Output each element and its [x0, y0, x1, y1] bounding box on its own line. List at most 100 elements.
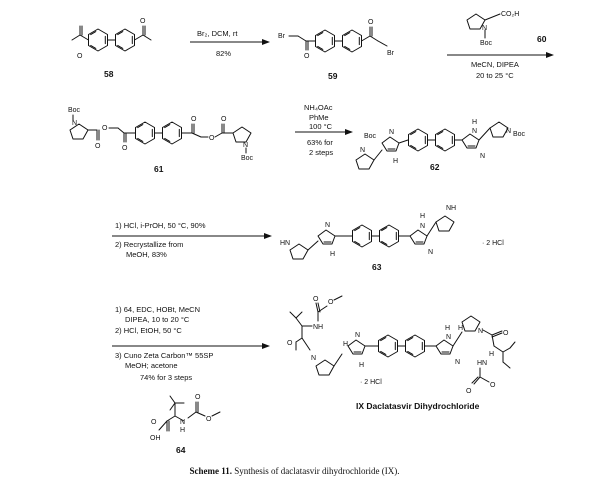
reaction-arrow-5: 1) 64, EDC, HOBt, MeCN DIPEA, 10 to 20 °…: [112, 305, 270, 382]
reaction-arrow-4: 1) HCl, i-PrOH, 50 °C, 90% 2) Recrystall…: [112, 221, 272, 259]
compound-63: HN N H H N N NH · 2 HCl 63: [280, 205, 504, 272]
atom-n: N: [480, 153, 485, 160]
atom-o: O: [466, 388, 472, 395]
atom-o: O: [368, 19, 374, 26]
atom-h: H: [343, 341, 348, 348]
atom-o: O: [77, 53, 83, 60]
atom-n: N: [428, 249, 433, 256]
atom-n: N: [360, 147, 365, 154]
compound-label-64: 64: [176, 445, 186, 455]
atom-h: H: [458, 325, 463, 332]
yield-step-3-steps: 2 steps: [309, 148, 333, 157]
atom-n: N: [355, 332, 360, 339]
atom-h: H: [359, 362, 364, 369]
yield-step-5: 74% for 3 steps: [140, 373, 192, 382]
atom-o: O: [287, 340, 293, 347]
compound-label-62: 62: [430, 162, 440, 172]
atom-h: H: [472, 119, 477, 126]
figure-caption: Scheme 11. Synthesis of daclatasvir dihy…: [0, 466, 589, 476]
atom-o: O: [221, 116, 227, 123]
compound-61: N Boc O O O O O O N Boc 61: [68, 107, 254, 174]
conditions-step-4b-yield: MeOH, 83%: [126, 250, 167, 259]
compound-label-61: 61: [154, 164, 164, 174]
atom-n: N: [325, 222, 330, 229]
atom-boc: Boc: [513, 131, 526, 138]
reaction-arrow-2: MeCN, DIPEA 20 to 25 °C: [447, 52, 554, 80]
atom-h: H: [489, 351, 494, 358]
reaction-arrow-1: Br₂, DCM, rt 82%: [190, 29, 270, 58]
atom-o: O: [304, 53, 310, 60]
atom-boc: Boc: [241, 155, 254, 162]
atom-boc: Boc: [68, 107, 81, 114]
conditions-step-3-reagent: NH₄OAc: [304, 103, 333, 112]
compound-label-IX: IX Daclatasvir Dihydrochloride: [356, 401, 480, 411]
atom-nh: NH: [313, 324, 323, 331]
conditions-step-5a-cont: DIPEA, 10 to 20 °C: [125, 315, 190, 324]
conditions-step-5b: 2) HCl, EtOH, 50 °C: [115, 326, 182, 335]
atom-n: N: [180, 419, 185, 426]
reaction-arrow-3: NH₄OAc PhMe 100 °C 63% for 2 steps: [295, 103, 353, 157]
atom-oh: OH: [150, 435, 161, 442]
atom-co2h: CO₂H: [501, 11, 519, 18]
yield-step-1: 82%: [216, 49, 231, 58]
atom-h: H: [420, 213, 425, 220]
atom-h: H: [180, 427, 185, 434]
atom-br: Br: [278, 33, 286, 40]
atom-o: O: [140, 18, 146, 25]
caption-label: Scheme 11.: [189, 466, 233, 476]
caption-text: Synthesis of daclatasvir dihydrochloride…: [232, 466, 400, 476]
atom-n: N: [243, 142, 248, 149]
compound-label-60: 60: [537, 34, 547, 44]
atom-o: O: [206, 416, 212, 423]
atom-o: O: [102, 125, 108, 132]
salt-2hcl: · 2 HCl: [482, 240, 504, 247]
compound-64: O OH H N O O 64: [150, 394, 221, 455]
compound-59: Br O O Br 59: [278, 19, 395, 81]
compound-62: Boc N N H H N N N Boc 62: [355, 119, 526, 172]
atom-n: N: [311, 355, 316, 362]
compound-58: O O 58: [71, 18, 152, 79]
compound-label-58: 58: [104, 69, 114, 79]
conditions-step-3-solvent: PhMe: [309, 113, 329, 122]
conditions-step-2: MeCN, DIPEA: [471, 60, 519, 69]
atom-o: O: [503, 330, 509, 337]
compound-IX: O NH O O N H N H H N N H N O H: [287, 295, 516, 411]
salt-2hcl: · 2 HCl: [360, 379, 382, 386]
compound-60: N CO₂H Boc 60: [466, 11, 547, 47]
atom-nh: NH: [446, 205, 456, 212]
atom-br: Br: [387, 50, 395, 57]
atom-o: O: [328, 299, 334, 306]
atom-hn: HN: [280, 240, 290, 247]
compound-label-59: 59: [328, 71, 338, 81]
atom-boc: Boc: [480, 40, 493, 47]
atom-hn: HN: [477, 360, 487, 367]
atom-n: N: [455, 359, 460, 366]
conditions-step-4a: 1) HCl, i-PrOH, 50 °C, 90%: [115, 221, 206, 230]
atom-n: N: [482, 25, 487, 32]
atom-n: N: [420, 223, 425, 230]
conditions-step-3-temp: 100 °C: [309, 122, 333, 131]
atom-h: H: [445, 325, 450, 332]
atom-n: N: [472, 128, 477, 135]
conditions-step-1: Br₂, DCM, rt: [197, 29, 238, 38]
atom-boc: Boc: [364, 133, 377, 140]
atom-o: O: [95, 143, 101, 150]
atom-o: O: [490, 382, 496, 389]
atom-o: O: [209, 135, 215, 142]
atom-h: H: [393, 158, 398, 165]
atom-o: O: [313, 296, 319, 303]
atom-o: O: [151, 419, 157, 426]
atom-o: O: [195, 394, 201, 401]
compound-label-63: 63: [372, 262, 382, 272]
atom-n: N: [506, 128, 511, 135]
atom-o: O: [191, 116, 197, 123]
conditions-step-5c-solvent: MeOH; acetone: [125, 361, 178, 370]
conditions-step-5c: 3) Cuno Zeta Carbon™ 55SP: [115, 351, 213, 360]
atom-n: N: [478, 328, 483, 335]
atom-n: N: [446, 334, 451, 341]
atom-n: N: [72, 120, 77, 127]
conditions-step-2-temp: 20 to 25 °C: [476, 71, 514, 80]
conditions-step-4b: 2) Recrystallize from: [115, 240, 183, 249]
conditions-step-5a: 1) 64, EDC, HOBt, MeCN: [115, 305, 200, 314]
atom-h: H: [330, 251, 335, 258]
